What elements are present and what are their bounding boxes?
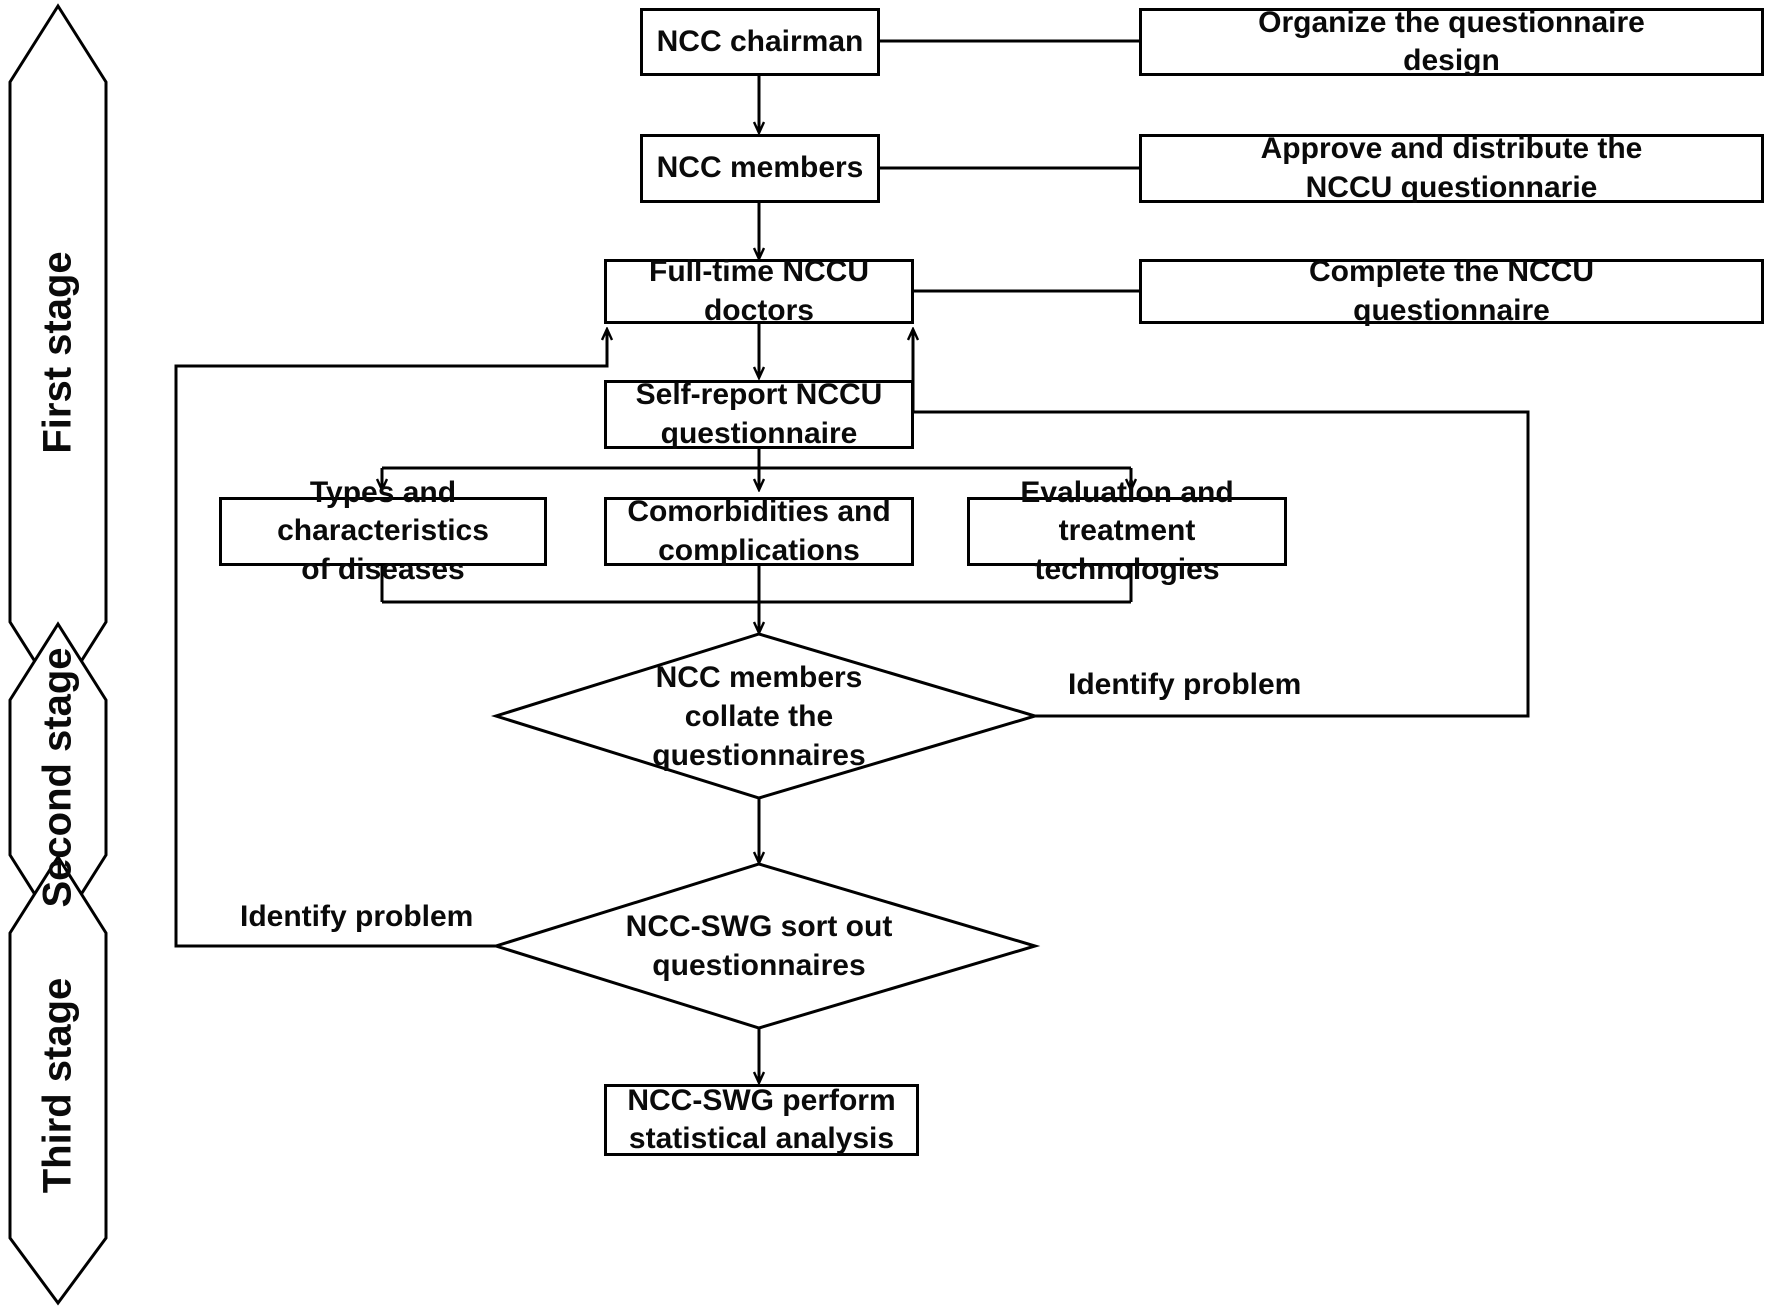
diamond-label-sort-out-questionnaires: NCC-SWG sort out questionnaires [625,909,893,982]
node-self-report-nccu-questionnaire[interactable]: Self-report NCCU questionnaire [604,378,914,450]
edge-label-identify-problem-lower: Identify problem [240,900,474,933]
node-evaluation-and-treatment-technologies[interactable]: Evaluation and treatment technologies [967,476,1287,586]
stage-label-first-text: First stage [35,250,80,454]
stage-label-second: Second stage [10,647,106,907]
node-ncc-swg-statistical-analysis[interactable]: NCC-SWG perform statistical analysis [604,1084,919,1156]
node-comorbidities-and-complications[interactable]: Comorbidities and complications [604,495,914,567]
node-fulltime-nccu-doctors[interactable]: Full-time NCCU doctors [604,255,914,327]
node-approve-distribute-questionnaire[interactable]: Approve and distribute the NCCU question… [1139,132,1764,204]
diamond-collate [490,632,1041,800]
diamond-label-collate-questionnaires: NCC members collate the questionnaires [652,660,866,772]
node-complete-nccu-questionnaire[interactable]: Complete the NCCU questionnaire [1139,255,1764,327]
node-organize-questionnaire-design[interactable]: Organize the questionnaire design [1139,6,1764,77]
diamond-sortout [490,862,1041,1030]
stage-label-first: First stage [10,82,106,622]
stage-label-second-text: Second stage [35,647,80,908]
feedback-loop-left-identify-problem [174,330,607,948]
node-ncc-members[interactable]: NCC members [640,134,880,203]
stage-chevron-second [8,621,108,934]
edge-label-identify-problem-upper: Identify problem [1068,668,1302,701]
stage-label-third: Third stage [10,933,106,1238]
stage-chevron-first [8,3,108,701]
stage-chevron-third [8,854,108,1306]
node-ncc-chairman[interactable]: NCC chairman [640,8,880,76]
node-types-and-characteristics-of-diseases[interactable]: Types and characteristics of diseases [219,476,547,586]
stage-label-third-text: Third stage [35,977,80,1194]
